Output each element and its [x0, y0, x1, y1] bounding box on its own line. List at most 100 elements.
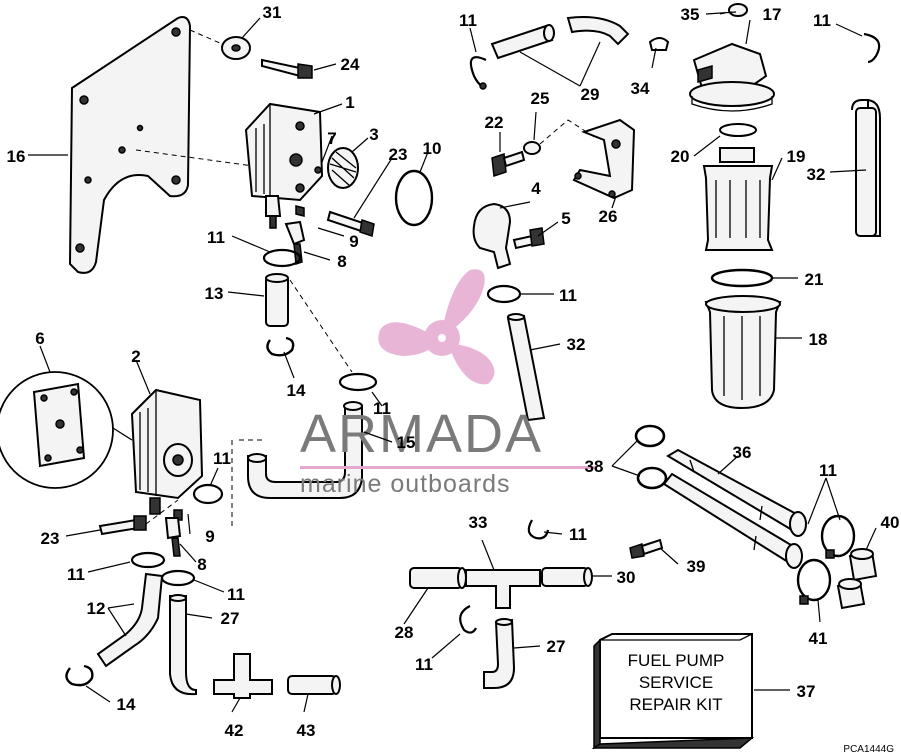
- hose-12: [96, 572, 164, 668]
- callout-15: 15: [397, 433, 416, 452]
- check-valve-7: [314, 166, 322, 174]
- callout-34: 34: [631, 79, 650, 98]
- screw-23-lower: [98, 515, 147, 536]
- screw-24: [261, 58, 313, 79]
- hose-32-right: [851, 99, 881, 237]
- hose-43: [287, 675, 341, 695]
- repair-kit-box-37: [591, 633, 755, 750]
- elbow-4: [472, 202, 512, 270]
- callout-12: 12: [87, 599, 106, 618]
- callout-27-right: 27: [547, 637, 566, 656]
- callout-29: 29: [581, 85, 600, 104]
- callout-26: 26: [599, 207, 618, 226]
- callout-10: 10: [423, 139, 442, 158]
- clip-14-top: [266, 336, 295, 357]
- callout-8-lower: 8: [197, 555, 206, 574]
- kit-line-3: REPAIR KIT: [629, 695, 722, 714]
- gasket-6-inset: [0, 371, 133, 489]
- callout-11-tee: 11: [569, 525, 587, 544]
- callout-43: 43: [297, 721, 316, 740]
- callout-19: 19: [787, 147, 806, 166]
- callout-38: 38: [585, 457, 604, 476]
- hose-29-a: [490, 24, 555, 60]
- callout-11-lower-right: 11: [227, 585, 245, 604]
- callout-11-pump2: 11: [213, 449, 231, 468]
- callout-16: 16: [7, 147, 26, 166]
- callout-35: 35: [681, 5, 700, 24]
- screw-39: [629, 538, 664, 559]
- callout-41: 41: [809, 629, 828, 648]
- screw-22: [491, 150, 526, 178]
- callout-3: 3: [369, 125, 378, 144]
- propeller-logo: [378, 269, 495, 385]
- filter-element-19: [702, 147, 774, 251]
- callout-42: 42: [225, 721, 244, 740]
- callout-11-connector: 11: [819, 461, 837, 480]
- hose-13: [265, 273, 289, 327]
- callout-6: 6: [35, 329, 44, 348]
- clamp-11-l: [459, 605, 477, 634]
- callout-39: 39: [687, 557, 706, 576]
- fuel-pump-2: [130, 388, 204, 515]
- watermark-brand: ARMADA: [300, 404, 543, 464]
- callout-32-right: 32: [807, 165, 826, 184]
- screw-5: [512, 227, 545, 250]
- callout-27-left: 27: [221, 609, 240, 628]
- callout-11-top-center: 11: [459, 11, 477, 30]
- callout-23-top: 23: [389, 145, 408, 164]
- callout-11-pump1: 11: [207, 228, 225, 247]
- callout-28: 28: [395, 623, 414, 642]
- callout-14-top: 14: [287, 381, 306, 400]
- bracket-plate-16: [68, 16, 192, 274]
- washer-35: [728, 3, 748, 17]
- clamp-11-h: [486, 284, 522, 304]
- hose-28: [409, 567, 467, 589]
- connector-36: [662, 448, 807, 569]
- filter-head-17: [689, 42, 775, 112]
- clamp-11-k: [527, 519, 550, 540]
- elbow-fitting-8-lower: [164, 517, 182, 557]
- callout-20: 20: [671, 147, 690, 166]
- callout-9-top: 9: [349, 232, 358, 251]
- callout-14-lower: 14: [117, 695, 136, 714]
- o-ring-20: [719, 123, 757, 137]
- clip-14-lower: [65, 664, 94, 687]
- callout-7: 7: [327, 129, 336, 148]
- callout-18: 18: [809, 330, 828, 349]
- watermark-divider: [300, 466, 596, 469]
- hose-29-b: [566, 16, 630, 46]
- clamp-11-c: [192, 483, 224, 505]
- hose-27-left: [169, 594, 197, 696]
- kit-line-1: FUEL PUMP: [628, 651, 725, 670]
- clamp-34: [648, 37, 670, 51]
- callout-30: 30: [617, 568, 636, 587]
- watermark-tagline: marine outboards: [300, 470, 511, 498]
- callout-22: 22: [485, 113, 504, 132]
- callout-17: 17: [763, 5, 782, 24]
- clamp-11-b: [338, 372, 378, 392]
- filter-bowl-18: [704, 295, 782, 410]
- clip-38-b: [636, 466, 668, 490]
- callout-24: 24: [341, 55, 360, 74]
- clip-38-a: [634, 424, 666, 448]
- callout-40: 40: [881, 513, 900, 532]
- tee-fitting-42: [213, 653, 273, 699]
- callout-4: 4: [531, 179, 541, 198]
- clamp-11-a: [262, 248, 302, 268]
- callout-32-center: 32: [567, 335, 586, 354]
- tee-33: [465, 569, 541, 609]
- elbow-fitting-8-top: [284, 220, 306, 266]
- callout-1: 1: [345, 93, 354, 112]
- leader-lines: [28, 11, 877, 713]
- o-ring-21: [710, 268, 774, 288]
- callout-21: 21: [805, 270, 824, 289]
- o-ring-10: [394, 169, 434, 227]
- clamp-11-f: [469, 56, 487, 90]
- callout-8-top: 8: [337, 252, 346, 271]
- callout-36: 36: [733, 443, 752, 462]
- hose-30: [541, 567, 593, 587]
- clamp-11-g: [863, 32, 881, 64]
- callout-11-hose15: 11: [373, 399, 391, 418]
- drawing-code: PCA1444G: [843, 744, 894, 755]
